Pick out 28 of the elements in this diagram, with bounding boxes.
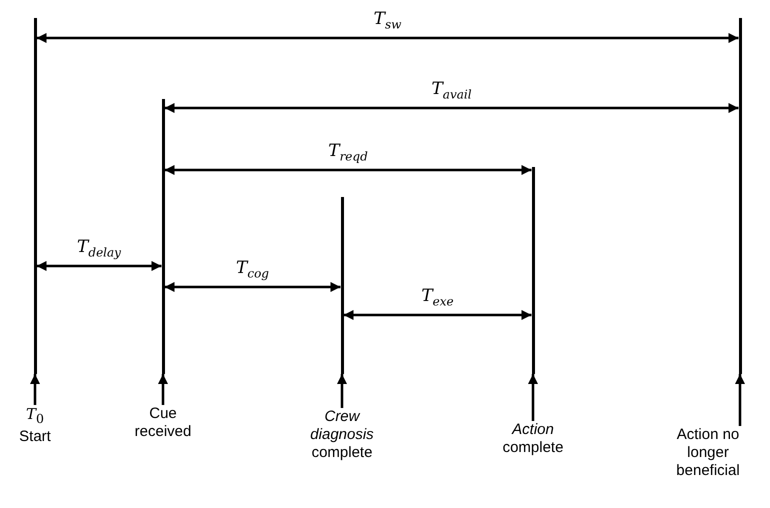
arrow [164, 103, 738, 113]
arrow [164, 282, 340, 292]
edge-label: T$_{avail}$ [431, 79, 472, 102]
arrow [528, 374, 538, 421]
arrow [30, 374, 40, 405]
time-symbol: T$_{0}$ [25, 405, 45, 428]
edge-label: T$_{reqd}$ [328, 141, 368, 164]
event-label: Action no longer beneficial [675, 426, 741, 480]
edge-label: T$_{sw}$ [374, 9, 402, 32]
event-label: Start [18, 428, 52, 446]
edge-label: T$_{cog}$ [236, 258, 269, 280]
arrow [158, 374, 168, 405]
event-label: Cue received [134, 405, 192, 441]
timeline-bar [162, 99, 164, 374]
arrow [164, 165, 532, 175]
arrow [337, 374, 347, 408]
edge-label: T$_{exe}$ [421, 286, 454, 308]
event-label: Action complete [502, 421, 564, 457]
arrow [36, 261, 162, 271]
event-label: Crew diagnosis complete [309, 408, 375, 462]
arrow [36, 33, 738, 43]
timeline-bar [738, 18, 742, 374]
edge-label: T$_{delay}$ [77, 237, 121, 260]
arrow [344, 310, 532, 320]
timeline-bar [340, 197, 344, 374]
timeline-bar [34, 18, 36, 374]
arrow [735, 374, 745, 426]
timeline-bar [532, 167, 534, 374]
